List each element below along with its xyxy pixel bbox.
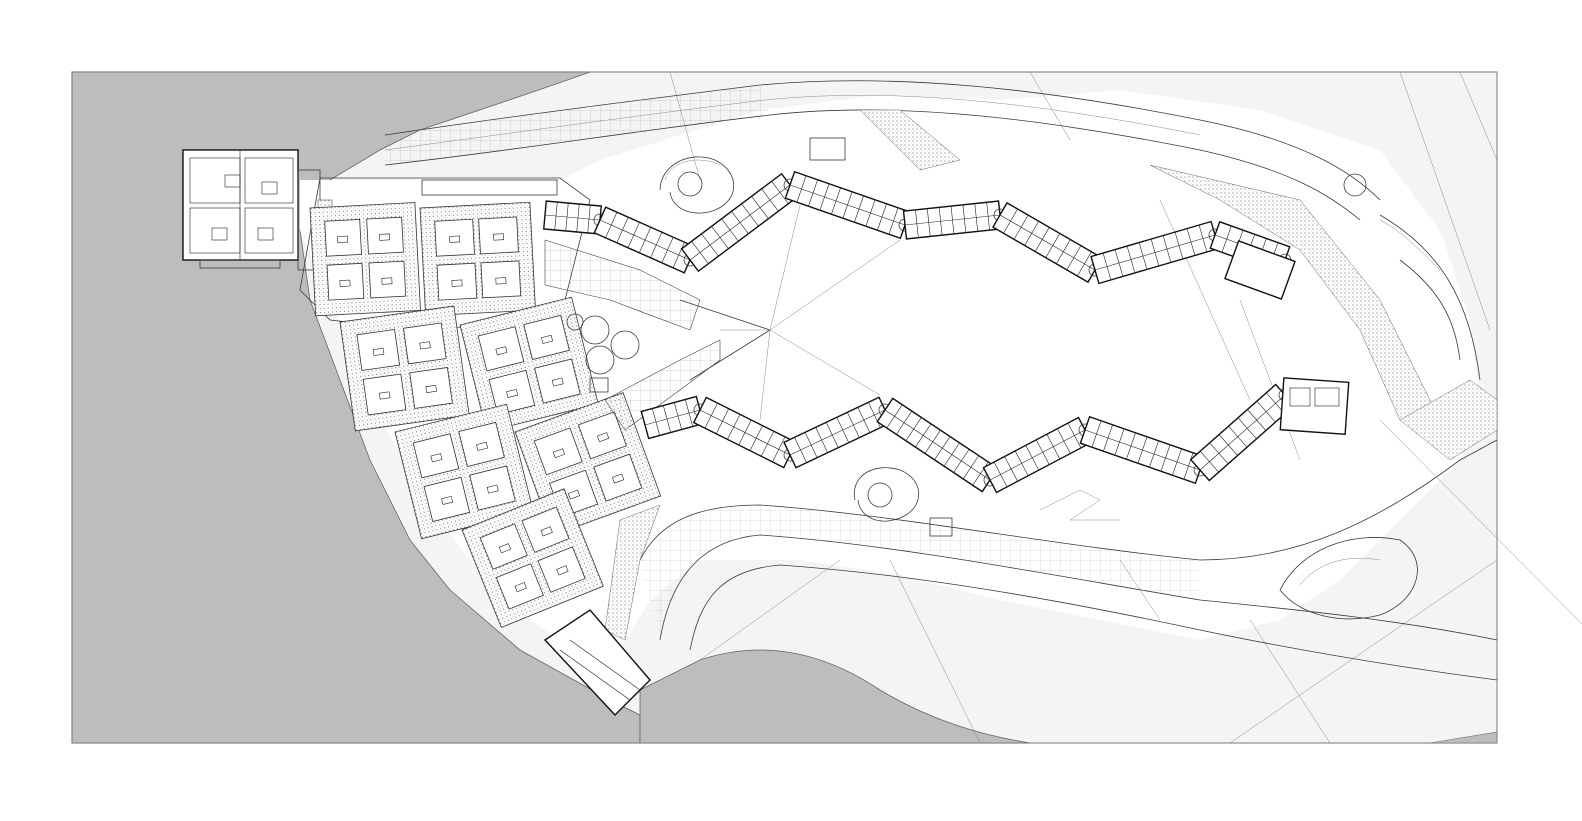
north-road <box>384 80 1481 421</box>
wing-segment <box>784 170 911 240</box>
entry-canopy <box>421 179 558 196</box>
wing-segment <box>542 200 603 235</box>
landscape-path <box>1039 489 1120 521</box>
terraced-steps <box>544 239 771 431</box>
zigzag-wing-south <box>640 383 1296 494</box>
wing-segment <box>1090 220 1220 285</box>
wing-segment <box>680 172 800 273</box>
south-pavilion <box>929 517 953 537</box>
pier <box>543 609 651 717</box>
north-pavilion <box>809 137 846 161</box>
water-inlet <box>639 649 1031 744</box>
spiral-ramp-north <box>659 156 735 214</box>
spiral-ramp-south <box>854 467 920 522</box>
water-east <box>1429 731 1498 744</box>
circular-tanks <box>566 313 640 393</box>
south-road <box>604 379 1498 681</box>
wing-segment <box>1079 415 1206 485</box>
central-lawn <box>720 204 901 421</box>
east-end-blocks <box>1224 240 1350 435</box>
zigzag-wing-north <box>542 170 1292 285</box>
courtyard-grid <box>309 201 662 628</box>
wing-segment <box>902 200 1003 240</box>
